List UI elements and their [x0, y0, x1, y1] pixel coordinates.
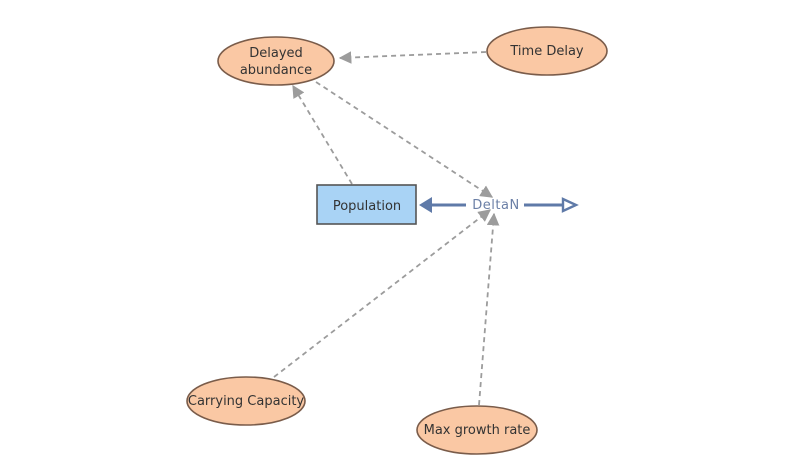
link-max-growth-rate-to-deltan: [478, 212, 500, 406]
variable-label: Max growth rate: [424, 423, 531, 438]
flow-arrowhead-outflow: [561, 197, 579, 213]
variable-max-growth-rate[interactable]: Max growth rate: [416, 405, 538, 455]
variable-ellipse: [186, 376, 306, 426]
variable-label-line2: abundance: [240, 63, 312, 78]
variable-ellipse: [486, 26, 608, 76]
variable-label: Carrying Capacity: [188, 394, 305, 409]
variable-ellipse: [416, 405, 538, 455]
link-carrying-capacity-to-deltan: [273, 209, 491, 378]
stock-population[interactable]: Population: [316, 184, 417, 225]
variable-delayed-abundance[interactable]: Delayed abundance: [217, 36, 335, 86]
flow-arrowhead-into-population: [419, 197, 432, 213]
flow-deltan[interactable]: DeltaN: [419, 197, 579, 213]
stock-box: [316, 184, 417, 225]
link-time-delay-to-delayed-abundance: [338, 51, 487, 64]
flow-label-deltan: DeltaN: [472, 198, 519, 213]
variable-ellipse: [217, 36, 335, 86]
variable-carrying-capacity[interactable]: Carrying Capacity: [186, 376, 306, 426]
stock-label: Population: [333, 199, 401, 214]
link-population-to-delayed-abundance: [292, 84, 353, 185]
variable-label-line1: Delayed: [249, 46, 303, 61]
variable-time-delay[interactable]: Time Delay: [486, 26, 608, 76]
link-delayed-abundance-to-deltan: [315, 81, 494, 198]
variable-label: Time Delay: [509, 44, 584, 59]
